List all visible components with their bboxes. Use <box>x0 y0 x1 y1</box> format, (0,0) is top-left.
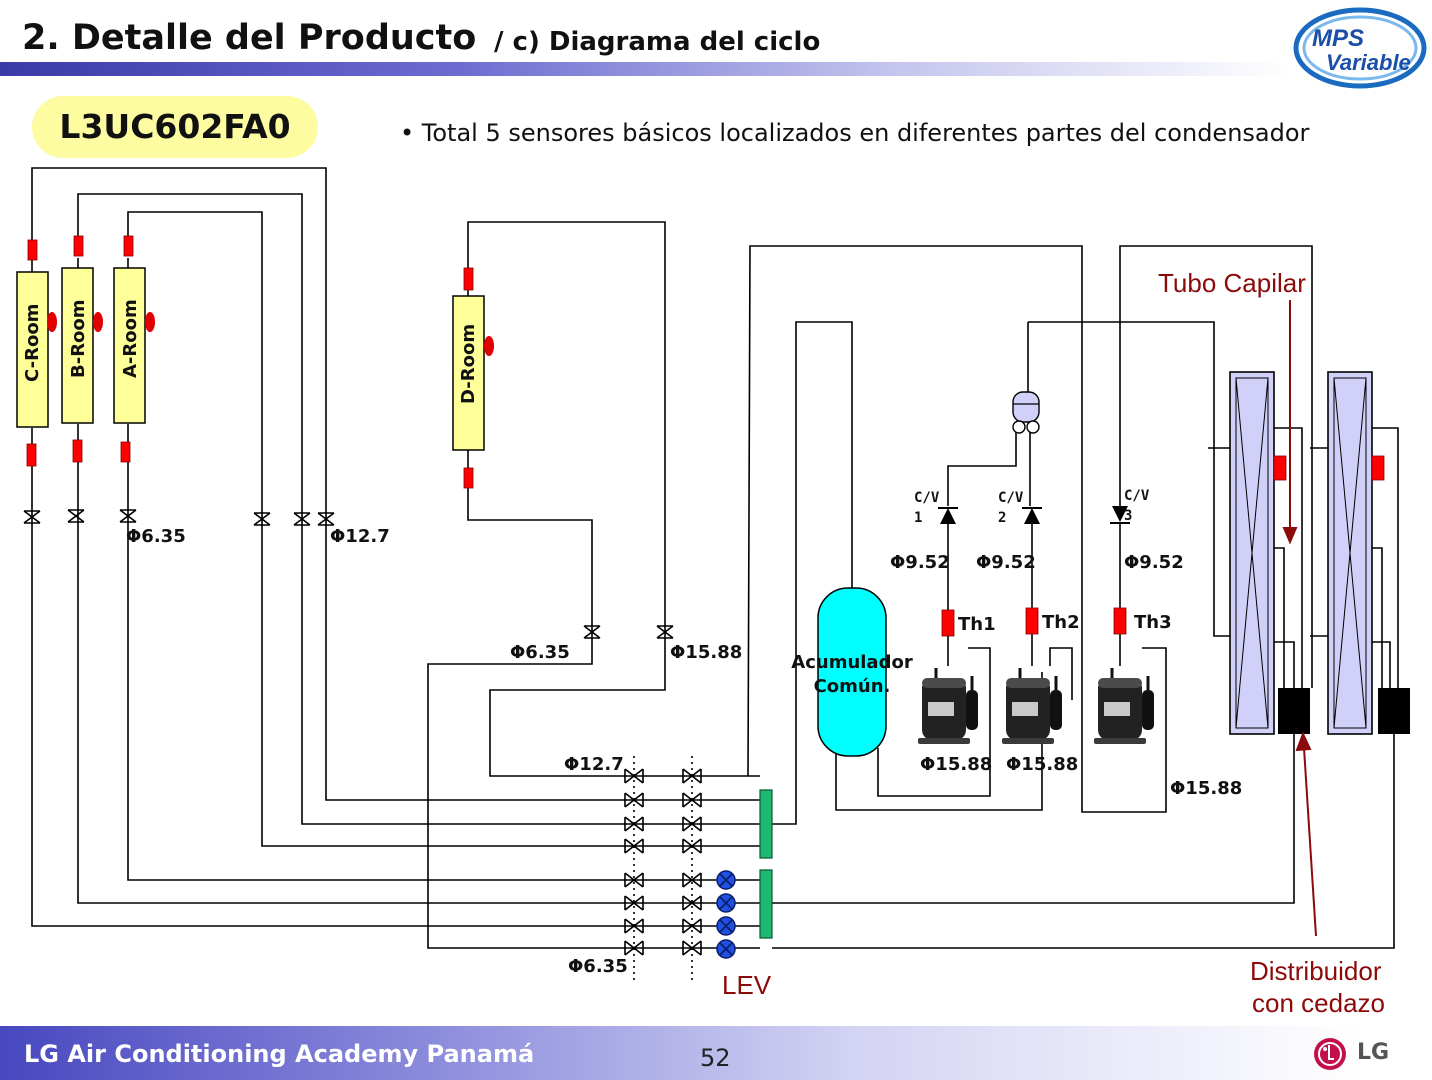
distributor-label-line2: con cedazo <box>1252 988 1385 1018</box>
check-valve-2-number: 2 <box>998 510 1006 526</box>
title-underline-bar <box>0 62 1290 76</box>
compressor-3 <box>1092 666 1156 746</box>
pipe-label-9-52-1: Φ9.52 <box>890 552 950 573</box>
outdoor-heat-exchanger-2 <box>1327 371 1373 735</box>
manifold-valves <box>624 768 702 956</box>
capillary-tube-label: Tubo Capilar <box>1158 268 1306 298</box>
page-subtitle: / c) Diagrama del ciclo <box>494 27 821 57</box>
logo-mps-text: MPS <box>1312 25 1364 52</box>
pipe-lines <box>31 167 1399 980</box>
lg-logo-icon <box>1314 1038 1346 1070</box>
sensor-th2: Th2 <box>1042 612 1080 633</box>
compressor-discharge-sensors <box>941 607 1127 637</box>
pipe-label-15-88-comp3: Φ15.88 <box>1170 778 1242 799</box>
model-number: L3UC602FA0 <box>59 107 291 146</box>
room-label-d: D-Room <box>458 324 479 404</box>
accumulator-label-line2: Común. <box>814 676 891 697</box>
distributor-2 <box>1378 688 1410 734</box>
check-valve-3-number: 3 <box>1124 508 1132 524</box>
room-label-b: B-Room <box>68 299 89 378</box>
outdoor-hx-sensors <box>1273 455 1385 481</box>
common-accumulator: Acumulador Común. <box>791 587 913 757</box>
indoor-unit-b-room: B-Room <box>61 267 103 424</box>
four-way-valve <box>1012 391 1040 434</box>
compressor-2 <box>1000 666 1064 746</box>
pipe-label-15-88-comp1: Φ15.88 <box>920 754 992 775</box>
lev-valves <box>716 870 736 959</box>
indoor-pipe-sensors <box>26 235 474 489</box>
distributor-label-line1: Distribuidor <box>1250 956 1382 986</box>
compressor-1 <box>916 666 980 746</box>
gas-header <box>759 789 773 859</box>
pipe-label-12-7-manifold: Φ12.7 <box>564 754 624 775</box>
accumulator-label-line1: Acumulador <box>791 652 913 673</box>
check-valve-1-label: C/V <box>914 490 940 506</box>
page-title: 2. Detalle del Producto <box>22 18 477 58</box>
liquid-header <box>759 869 773 939</box>
check-valves <box>938 506 1130 524</box>
footer-academy-name: LG Air Conditioning Academy Panamá <box>24 1040 535 1068</box>
sensor-summary-bullet: • Total 5 sensores básicos localizados e… <box>400 119 1310 147</box>
model-badge <box>32 96 318 158</box>
annotation-arrows <box>1282 300 1317 937</box>
check-valve-2-label: C/V <box>998 490 1024 506</box>
indoor-unit-d-room: D-Room <box>452 295 494 451</box>
lg-brand-text: LG <box>1357 1040 1390 1065</box>
pipe-label-9-52-2: Φ9.52 <box>976 552 1036 573</box>
sensor-th3: Th3 <box>1134 612 1172 633</box>
sensor-th1: Th1 <box>958 614 996 635</box>
room-label-c: C-Room <box>22 304 43 382</box>
footer-bar <box>0 1026 1432 1080</box>
pipe-label-6-35-d-room: Φ6.35 <box>510 642 570 663</box>
indoor-unit-c-room: C-Room <box>16 271 57 428</box>
check-valve-1-number: 1 <box>914 510 922 526</box>
pipe-label-15-88-comp2: Φ15.88 <box>1006 754 1078 775</box>
mps-variable-logo: MPS Variable <box>1293 7 1427 89</box>
logo-variable-text: Variable <box>1326 50 1411 75</box>
pipe-label-6-35-manifold: Φ6.35 <box>568 956 628 977</box>
pipe-label-15-88-d-room: Φ15.88 <box>670 642 742 663</box>
room-label-a: A-Room <box>120 299 141 378</box>
pipe-label-9-52-3: Φ9.52 <box>1124 552 1184 573</box>
lev-label: LEV <box>722 970 772 1000</box>
indoor-unit-a-room: A-Room <box>113 267 155 424</box>
outdoor-heat-exchanger-1 <box>1229 371 1275 735</box>
pipe-label-12-7-indoor: Φ12.7 <box>330 526 390 547</box>
page-number: 52 <box>700 1044 731 1072</box>
distributor-1 <box>1278 688 1310 734</box>
pipe-label-6-35-indoor: Φ6.35 <box>126 526 186 547</box>
check-valve-3-label: C/V <box>1124 488 1150 504</box>
